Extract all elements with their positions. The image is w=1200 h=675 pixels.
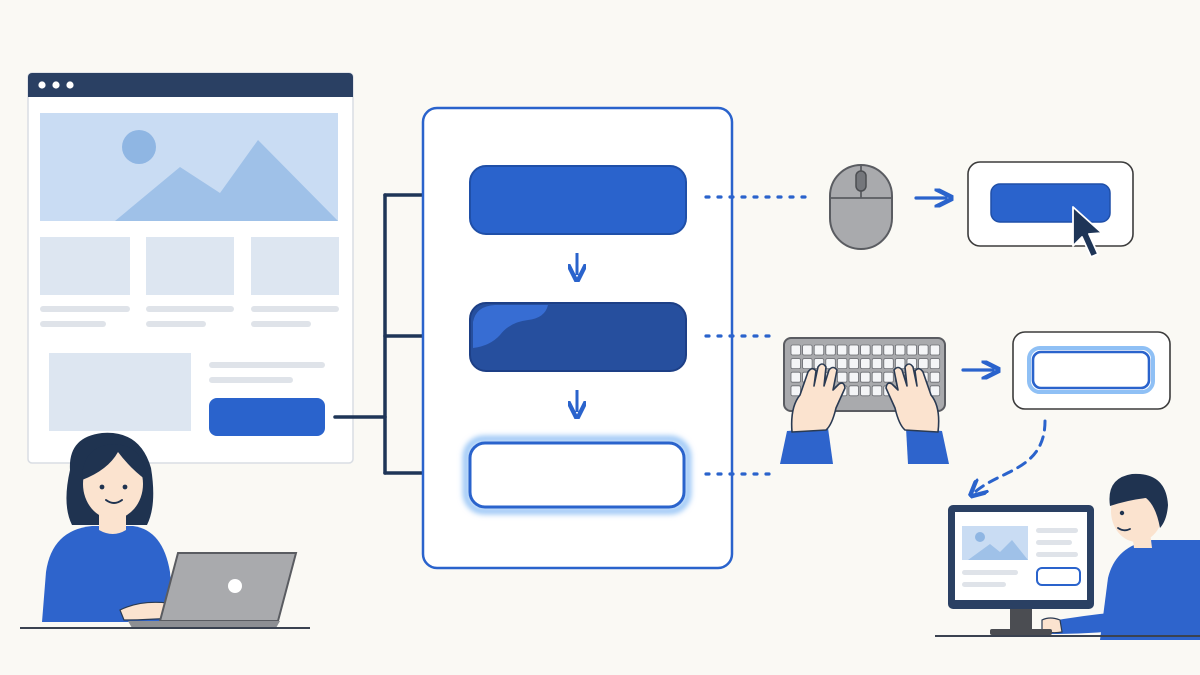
content-block bbox=[49, 353, 191, 431]
window-dot bbox=[66, 81, 74, 89]
keyboard-key bbox=[848, 385, 859, 397]
keyboard-key bbox=[918, 344, 929, 356]
keyboard-key bbox=[871, 344, 883, 356]
button-default-state bbox=[469, 165, 687, 235]
states-panel bbox=[421, 106, 734, 570]
keyboard-key bbox=[883, 358, 894, 370]
keyboard-key bbox=[848, 358, 859, 370]
keyboard-key bbox=[837, 371, 848, 383]
keyboard-key bbox=[848, 371, 859, 383]
pointer-cursor-icon bbox=[1072, 206, 1103, 258]
text-line bbox=[146, 306, 234, 312]
text-line bbox=[209, 377, 293, 383]
keyboard-key bbox=[895, 344, 906, 356]
keyboard-key bbox=[860, 385, 871, 397]
keyboard-key bbox=[871, 358, 883, 370]
keyboard-key bbox=[825, 344, 836, 356]
keyboard-key bbox=[860, 371, 871, 383]
keyboard-key bbox=[929, 385, 941, 397]
keyboard-key bbox=[871, 385, 883, 397]
keyboard-key bbox=[790, 371, 801, 383]
keyboard-key bbox=[837, 358, 848, 370]
window-dot bbox=[52, 81, 60, 89]
keyboard-key bbox=[918, 358, 929, 370]
text-line bbox=[251, 321, 311, 327]
keyboard-key bbox=[929, 358, 941, 370]
content-card bbox=[146, 237, 234, 295]
text-line bbox=[40, 306, 130, 312]
keyboard-key bbox=[883, 344, 894, 356]
keyboard-key bbox=[813, 344, 825, 356]
keyboard-key bbox=[883, 371, 894, 383]
webpage-mockup bbox=[27, 72, 354, 464]
button-hover-state bbox=[469, 302, 687, 372]
focus-ring-icon bbox=[1027, 346, 1155, 394]
text-line bbox=[209, 362, 325, 368]
keyboard-key bbox=[860, 344, 871, 356]
viewer-at-monitor bbox=[935, 473, 1200, 640]
window-dot bbox=[38, 81, 46, 89]
cta-button[interactable] bbox=[209, 398, 325, 436]
text-line bbox=[146, 321, 206, 327]
keyboard-key bbox=[790, 358, 801, 370]
content-card bbox=[40, 237, 130, 295]
content-card bbox=[251, 237, 339, 295]
monitor-icon bbox=[948, 505, 1094, 635]
hover-result-card bbox=[967, 161, 1134, 258]
focus-result-card bbox=[1012, 331, 1171, 410]
typing-hands bbox=[780, 363, 949, 464]
keyboard-key bbox=[837, 344, 848, 356]
keyboard-key bbox=[790, 385, 801, 397]
keyboard-key bbox=[790, 344, 801, 356]
keyboard-key bbox=[929, 344, 941, 356]
keyboard-key bbox=[802, 344, 813, 356]
text-line bbox=[40, 321, 106, 327]
image-placeholder-icon bbox=[40, 113, 338, 221]
button-focus-state bbox=[463, 436, 691, 514]
laptop-icon bbox=[128, 552, 298, 628]
keyboard-key bbox=[906, 344, 917, 356]
dashed-arrow-to-monitor bbox=[975, 419, 1047, 492]
designer-with-laptop bbox=[20, 432, 310, 629]
keyboard-key bbox=[860, 358, 871, 370]
mouse-icon bbox=[829, 164, 893, 250]
text-line bbox=[251, 306, 339, 312]
keyboard-key bbox=[802, 358, 813, 370]
keyboard-key bbox=[848, 344, 859, 356]
keyboard-key bbox=[929, 371, 941, 383]
keyboard-key bbox=[871, 371, 883, 383]
